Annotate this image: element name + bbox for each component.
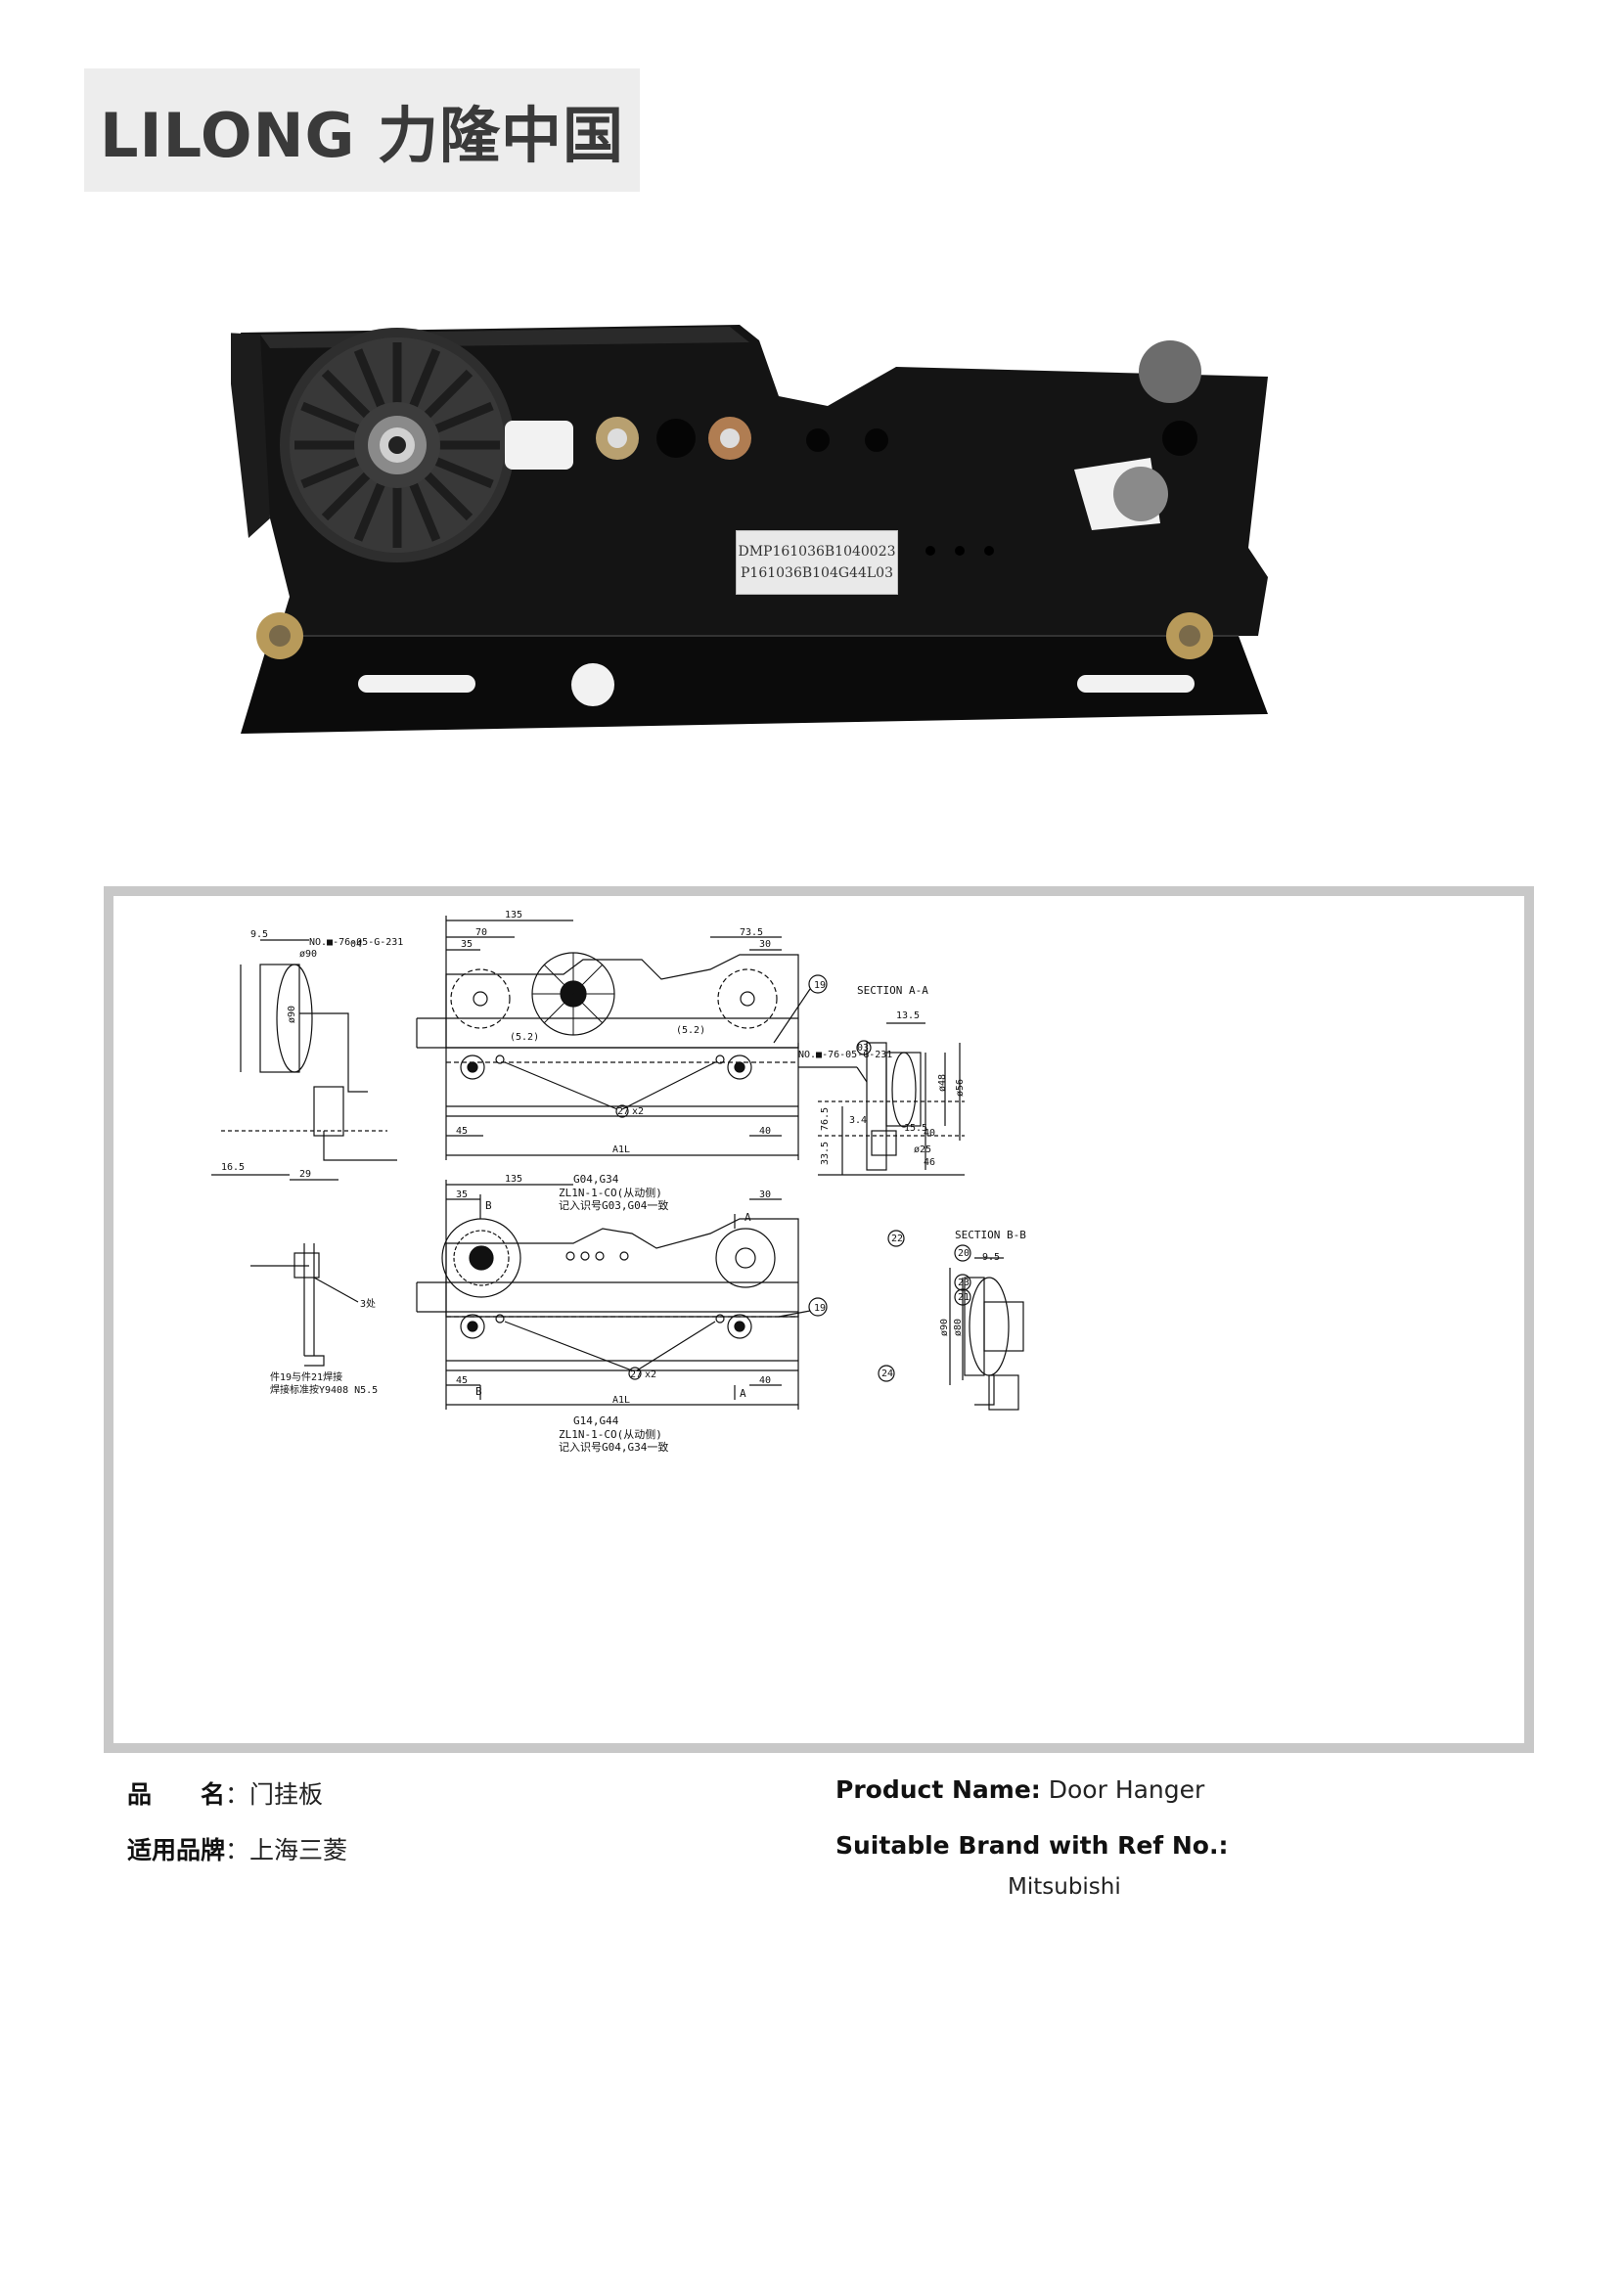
top-caption-line2: ZL1N-1-CO(从动侧) — [559, 1187, 662, 1199]
svg-text:40: 40 — [759, 1375, 771, 1386]
svg-text:(5.2): (5.2) — [510, 1032, 539, 1043]
svg-text:ø48: ø48 — [937, 1074, 948, 1092]
weld-note-dim: 3处 — [360, 1298, 376, 1310]
drawing-canvas: 9.5 16.5 29 ø90 NO.■-76-05-G-231 ø90 135… — [211, 910, 1026, 1454]
section-b-title: SECTION B-B — [955, 1229, 1026, 1241]
svg-text:70: 70 — [475, 927, 487, 938]
svg-text:135: 135 — [505, 910, 522, 920]
product-name-cn-value: 门挂板 — [249, 1780, 324, 1809]
logo-text: LILONG 力隆中国 — [100, 100, 624, 171]
section-a-title: SECTION A-A — [857, 984, 928, 997]
product-name-en: Product Name: Door Hanger — [835, 1775, 1204, 1804]
svg-text:40: 40 — [759, 1126, 771, 1137]
serial-line-1: DMP161036B1040023 — [738, 544, 896, 560]
svg-text:27: 27 — [617, 1106, 629, 1117]
svg-text:30: 30 — [759, 939, 771, 950]
product-name-en-label: Product Name: — [835, 1775, 1041, 1804]
svg-text:A1L: A1L — [612, 1144, 630, 1155]
svg-text:29: 29 — [299, 1169, 311, 1180]
left-note-dia: ø90 — [299, 949, 317, 960]
brand-en-label: Suitable Brand with Ref No.: — [835, 1831, 1229, 1860]
svg-text:3.4: 3.4 — [849, 1115, 867, 1126]
brand-cn-label: 适用品牌 — [127, 1836, 226, 1864]
svg-text:23: 23 — [958, 1278, 970, 1288]
svg-text:ø80: ø80 — [953, 1319, 964, 1336]
brand-logo: LILONG 力隆中国 — [84, 68, 640, 192]
top-caption-line3: 记入识号G03,G04一致 — [559, 1198, 668, 1212]
svg-text:135: 135 — [505, 1174, 522, 1185]
svg-text:33.5: 33.5 — [820, 1142, 831, 1165]
svg-text:45: 45 — [456, 1375, 468, 1386]
weld-note-1: 件19与件21焊接 — [270, 1370, 342, 1383]
svg-text:x2: x2 — [645, 1369, 656, 1380]
svg-text:9.5: 9.5 — [250, 929, 268, 940]
svg-text:20: 20 — [958, 1248, 970, 1259]
bottom-caption-model: G14,G44 — [573, 1414, 619, 1427]
svg-text:46: 46 — [924, 1157, 935, 1168]
svg-text:76.5: 76.5 — [820, 1107, 831, 1131]
svg-text:21: 21 — [958, 1292, 970, 1303]
technical-drawing: 9.5 16.5 29 ø90 NO.■-76-05-G-231 ø90 135… — [104, 886, 1534, 1753]
serial-label: DMP161036B1040023 P161036B104G44L03 — [736, 530, 898, 595]
serial-line-2: P161036B104G44L03 — [741, 565, 893, 581]
weld-note-2: 焊接标准按Y9408 N5.5 — [270, 1383, 378, 1396]
svg-text:ø90: ø90 — [287, 1006, 297, 1023]
svg-text:24: 24 — [881, 1369, 893, 1379]
svg-text:35: 35 — [461, 939, 473, 950]
svg-text:ø90: ø90 — [939, 1319, 950, 1336]
svg-text:19: 19 — [814, 980, 826, 991]
product-name-en-value: Door Hanger — [1048, 1775, 1205, 1804]
svg-text:B: B — [485, 1199, 492, 1212]
section-a-note: NO.■-76-05-G-231 — [798, 1050, 892, 1060]
svg-text:73.5: 73.5 — [740, 927, 763, 938]
svg-text:16.5: 16.5 — [221, 1162, 245, 1173]
brand-en-value: Mitsubishi — [1008, 1874, 1121, 1900]
svg-text:35: 35 — [456, 1189, 468, 1200]
brand-en: Suitable Brand with Ref No.: — [835, 1831, 1228, 1860]
svg-text:B: B — [475, 1385, 482, 1398]
svg-text:15.5: 15.5 — [904, 1123, 927, 1134]
svg-text:ø56: ø56 — [955, 1079, 966, 1097]
svg-text:30: 30 — [759, 1189, 771, 1200]
svg-text:03: 03 — [857, 1043, 869, 1054]
bottom-caption-line3: 记入识号G04,G34一致 — [559, 1440, 668, 1454]
svg-text:x2: x2 — [632, 1106, 644, 1117]
product-name-cn: 品 名：门挂板 — [127, 1780, 324, 1809]
bottom-caption-line2: ZL1N-1-CO(从动侧) — [559, 1428, 662, 1441]
left-note-no: NO.■-76-05-G-231 — [309, 937, 403, 948]
svg-text:ø25: ø25 — [914, 1144, 931, 1155]
svg-text:9.5: 9.5 — [982, 1252, 1000, 1263]
svg-text:40: 40 — [924, 1128, 935, 1139]
brand-cn: 适用品牌：上海三菱 — [127, 1836, 348, 1864]
svg-text:13.5: 13.5 — [896, 1010, 920, 1021]
brand-cn-value: 上海三菱 — [249, 1836, 348, 1864]
svg-text:A1L: A1L — [612, 1395, 630, 1406]
top-caption-model: G04,G34 — [573, 1173, 619, 1186]
svg-text:22: 22 — [891, 1234, 903, 1244]
door-hanger-image — [231, 325, 1268, 734]
svg-text:A: A — [744, 1211, 751, 1224]
brand-en-value-row: Mitsubishi — [1008, 1874, 1121, 1900]
svg-text:(5.2): (5.2) — [676, 1025, 705, 1036]
product-photo: DMP161036B1040023 P161036B104G44L03 — [231, 313, 1287, 743]
svg-text:27: 27 — [630, 1369, 642, 1380]
svg-text:A: A — [740, 1387, 746, 1400]
product-name-cn-label: 品 名 — [127, 1780, 226, 1809]
svg-text:19: 19 — [814, 1303, 826, 1314]
svg-text:45: 45 — [456, 1126, 468, 1137]
svg-text:04: 04 — [350, 939, 362, 950]
